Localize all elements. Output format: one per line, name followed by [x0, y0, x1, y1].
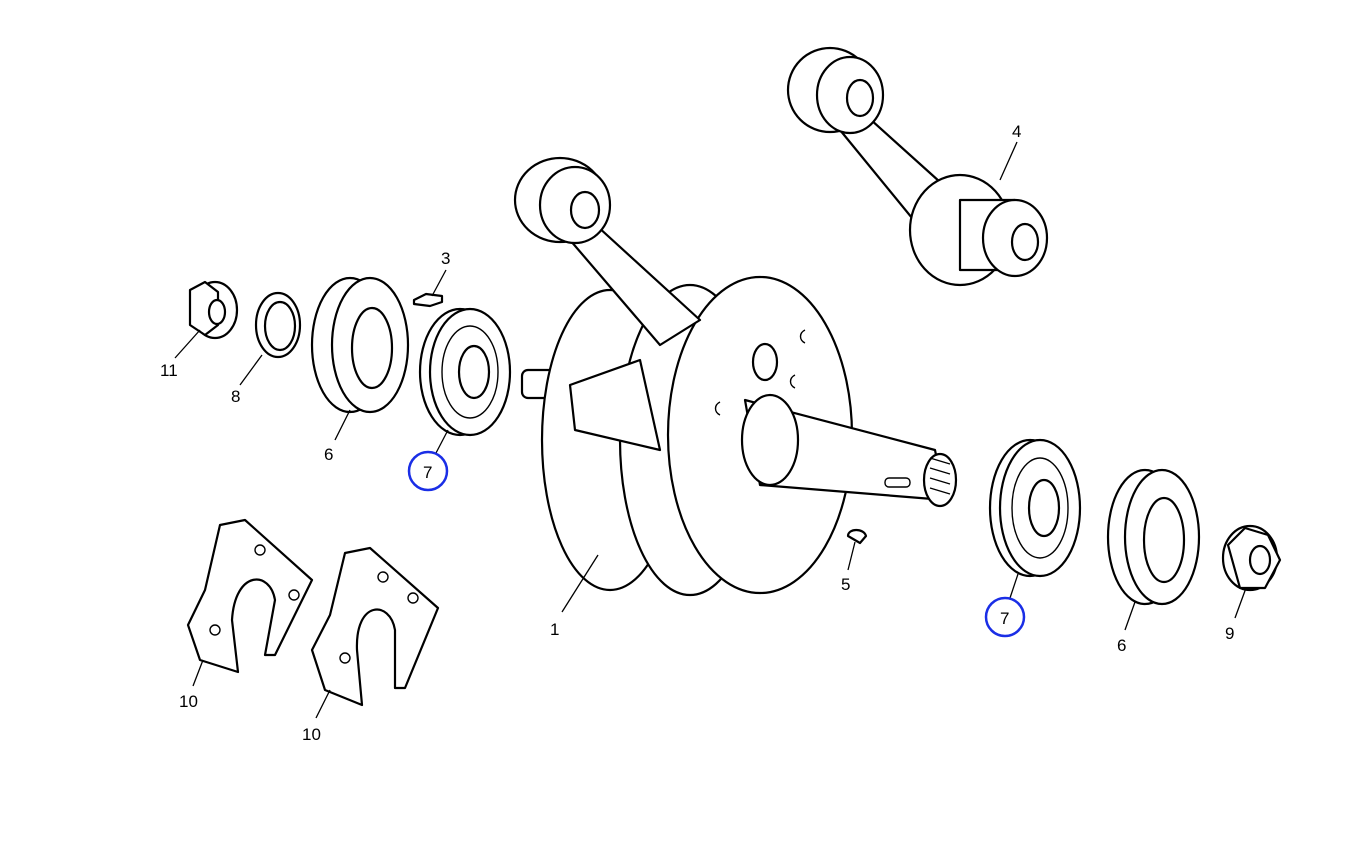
leader-lines — [174, 141, 1247, 719]
callout-label: 6 — [324, 445, 333, 464]
callout-label: 5 — [841, 575, 850, 594]
callout-label: 4 — [1012, 122, 1021, 141]
callout-label: 1 — [550, 620, 559, 639]
seal-ring-left[interactable] — [310, 276, 410, 414]
callout-label: 7 — [1000, 609, 1009, 628]
callout-label: 7 — [423, 463, 432, 482]
connecting-rod[interactable] — [786, 46, 1049, 287]
callout-label: 10 — [302, 725, 321, 744]
callout-label: 3 — [441, 249, 450, 268]
callout-label: 11 — [160, 361, 178, 380]
washer[interactable] — [254, 291, 302, 359]
connecting-rod-on-crank — [513, 156, 702, 347]
callout-8[interactable]: 8 — [231, 387, 240, 406]
crankshaft[interactable] — [520, 275, 958, 597]
callout-9[interactable]: 9 — [1225, 624, 1234, 643]
callout-4[interactable]: 4 — [1012, 122, 1021, 141]
nut-right[interactable] — [1221, 524, 1282, 592]
callout-5[interactable]: 5 — [841, 575, 850, 594]
key-right[interactable] — [846, 528, 868, 545]
key-left[interactable] — [412, 292, 444, 308]
callout-7-left-highlighted[interactable]: 7 — [407, 450, 449, 492]
callout-label: 6 — [1117, 636, 1126, 655]
callout-7-right-highlighted[interactable]: 7 — [984, 596, 1026, 638]
callout-3[interactable]: 3 — [441, 249, 450, 268]
bracket-left[interactable] — [186, 518, 314, 674]
callout-6-right[interactable]: 6 — [1117, 636, 1126, 655]
nut-left[interactable] — [188, 280, 239, 340]
callout-label: 9 — [1225, 624, 1234, 643]
ball-bearing-left[interactable] — [418, 307, 512, 437]
callout-label: 10 — [179, 692, 198, 711]
callout-6-left[interactable]: 6 — [324, 445, 333, 464]
callout-11[interactable]: 11 — [160, 361, 178, 380]
bracket-right[interactable] — [310, 546, 440, 707]
callout-1[interactable]: 1 — [550, 620, 559, 639]
highlight-circle — [407, 450, 449, 492]
seal-ring-right[interactable] — [1106, 468, 1201, 606]
callout-10-right[interactable]: 10 — [302, 725, 321, 744]
ball-bearing-right[interactable] — [988, 438, 1082, 578]
callout-label: 8 — [231, 387, 240, 406]
callout-10-left[interactable]: 10 — [179, 692, 198, 711]
highlight-circle — [984, 596, 1026, 638]
